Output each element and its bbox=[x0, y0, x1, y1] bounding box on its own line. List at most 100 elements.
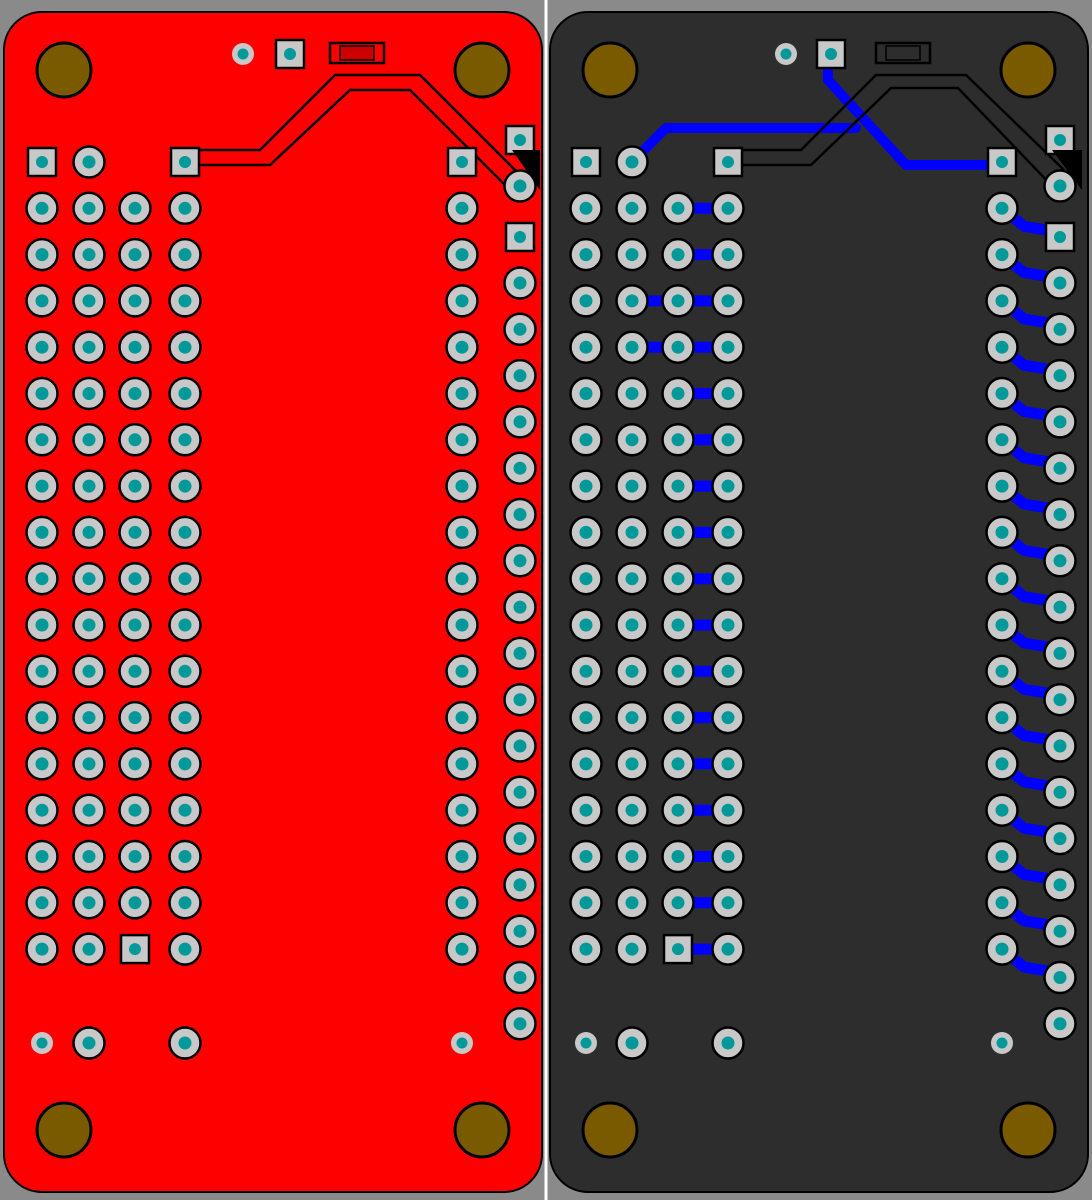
pad-drill bbox=[514, 134, 526, 146]
pad-drill bbox=[128, 618, 142, 632]
pad-drill bbox=[579, 340, 593, 354]
pad-drill bbox=[721, 664, 735, 678]
pad-drill bbox=[178, 896, 192, 910]
pad-drill bbox=[1053, 600, 1067, 614]
pad-drill bbox=[1053, 646, 1067, 660]
pad-drill bbox=[995, 618, 1009, 632]
pad-drill bbox=[178, 248, 192, 262]
pad-drill bbox=[513, 785, 527, 799]
pad-drill bbox=[671, 201, 685, 215]
signal-trace bbox=[185, 73, 521, 176]
pad-drill bbox=[35, 896, 49, 910]
resistor-body bbox=[885, 45, 921, 61]
pad-drill bbox=[82, 155, 96, 169]
pad-drill bbox=[455, 479, 469, 493]
pad-drill bbox=[721, 248, 735, 262]
pad-drill bbox=[625, 248, 639, 262]
pad-drill bbox=[579, 850, 593, 863]
pad-drill bbox=[82, 340, 96, 354]
pad-drill bbox=[455, 572, 469, 586]
pad-drill bbox=[625, 1036, 639, 1050]
pad-drill bbox=[35, 201, 49, 215]
pad-drill bbox=[671, 618, 685, 632]
pad-drill bbox=[455, 850, 469, 863]
pad-drill bbox=[513, 508, 527, 521]
pad-drill bbox=[825, 48, 837, 60]
resistor-footprint bbox=[328, 41, 386, 65]
pad-drill bbox=[82, 803, 96, 817]
pad-drill bbox=[995, 201, 1009, 215]
pad-drill bbox=[995, 664, 1009, 678]
pad-drill bbox=[1053, 461, 1067, 475]
pad-drill bbox=[82, 942, 96, 956]
pad-drill bbox=[579, 479, 593, 493]
pad-drill bbox=[995, 896, 1009, 910]
bottom-layer-view bbox=[550, 12, 1089, 1193]
pad-drill bbox=[35, 572, 49, 586]
pad-drill bbox=[721, 387, 735, 400]
pad-drill bbox=[625, 942, 639, 956]
pad-drill bbox=[1053, 878, 1067, 892]
pad-drill bbox=[455, 387, 469, 400]
pad-drill bbox=[513, 369, 527, 383]
pad-drill bbox=[456, 156, 468, 168]
pad-drill bbox=[1053, 739, 1067, 753]
pad-drill bbox=[625, 896, 639, 910]
pad-drill bbox=[671, 803, 685, 817]
pad-drill bbox=[995, 248, 1009, 262]
pad-drill bbox=[1053, 508, 1067, 521]
pad-drill bbox=[721, 942, 735, 956]
mounting-hole bbox=[35, 1101, 93, 1159]
pad-drill bbox=[284, 48, 296, 60]
pad-drill bbox=[82, 664, 96, 678]
pad-drill bbox=[455, 433, 469, 447]
pad-drill bbox=[513, 739, 527, 753]
via-drill bbox=[237, 48, 249, 60]
pad-drill bbox=[671, 757, 685, 771]
pad-drill bbox=[35, 248, 49, 262]
pad-drill bbox=[672, 943, 684, 956]
pad-drill bbox=[128, 433, 142, 447]
pad-drill bbox=[995, 711, 1009, 725]
pad-drill bbox=[35, 618, 49, 632]
pad-drill bbox=[513, 832, 527, 846]
pad-drill bbox=[671, 525, 685, 539]
pad-drill bbox=[580, 156, 592, 168]
mounting-hole bbox=[999, 1101, 1057, 1159]
pad-drill bbox=[671, 896, 685, 910]
pad-drill bbox=[178, 942, 192, 956]
pad-drill bbox=[721, 618, 735, 632]
pad-drill bbox=[128, 850, 142, 863]
via-drill bbox=[36, 1037, 48, 1049]
pad-drill bbox=[995, 850, 1009, 863]
pad-drill bbox=[82, 201, 96, 215]
pad-drill bbox=[579, 711, 593, 725]
pad-drill bbox=[82, 525, 96, 539]
pad-drill bbox=[625, 711, 639, 725]
pad-drill bbox=[513, 276, 527, 290]
square-pad bbox=[570, 146, 602, 178]
top-layer-view bbox=[3, 11, 543, 1193]
pad-drill bbox=[995, 803, 1009, 817]
pad-drill bbox=[128, 248, 142, 262]
pad-drill bbox=[1054, 231, 1066, 243]
square-pad bbox=[26, 146, 58, 178]
pad-drill bbox=[995, 479, 1009, 493]
pad-drill bbox=[178, 664, 192, 678]
pad-drill bbox=[128, 664, 142, 678]
pad-drill bbox=[721, 803, 735, 817]
pad-drill bbox=[625, 294, 639, 308]
pad-drill bbox=[128, 340, 142, 354]
pad-drill bbox=[1053, 1017, 1067, 1031]
pad-drill bbox=[513, 179, 527, 193]
pad-drill bbox=[721, 572, 735, 586]
pad-drill bbox=[82, 757, 96, 771]
pad-drill bbox=[82, 850, 96, 863]
pad-drill bbox=[455, 525, 469, 539]
pad-drill bbox=[1053, 179, 1067, 193]
pad-drill bbox=[35, 387, 49, 400]
pad-drill bbox=[455, 618, 469, 632]
pad-drill bbox=[579, 942, 593, 956]
